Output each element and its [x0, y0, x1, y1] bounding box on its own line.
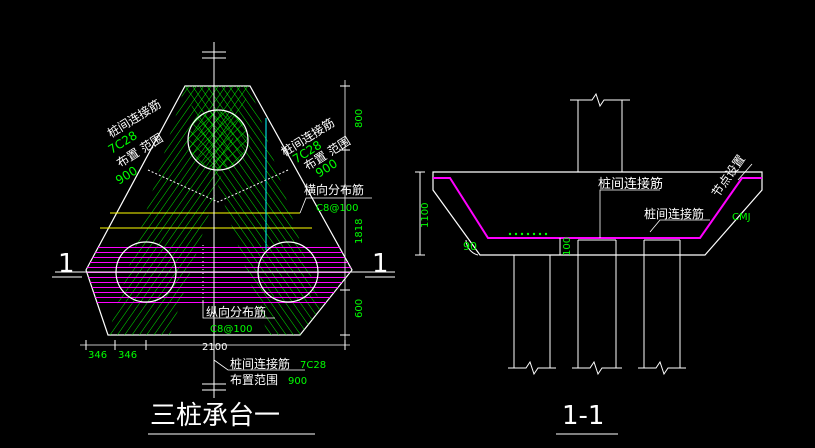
section-view [415, 92, 763, 376]
section-label-right: 桩间连接筋 [644, 206, 704, 221]
longitudinal-spec: C8@100 [210, 324, 252, 335]
section-dim-height: 1100 [420, 203, 431, 228]
bottom-label-line1-spec: 7C28 [300, 360, 326, 371]
section-label-node: 节点设置 [709, 152, 748, 199]
section-mark-left: 1 [58, 249, 75, 279]
rebar-band-bottom [86, 245, 352, 303]
pile-cap-plan [52, 42, 395, 398]
dim-top: 800 [354, 109, 365, 128]
transverse-spec: C8@100 [316, 203, 358, 214]
transverse-name: 横向分布筋 [304, 182, 364, 197]
longitudinal-name: 纵向分布筋 [206, 304, 266, 319]
section-label-top: 桩间连接筋 [598, 176, 663, 192]
section-piles [508, 239, 686, 376]
section-mark-right: 1 [372, 249, 389, 279]
section-title: 1-1 [562, 401, 604, 431]
dim-width: 2100 [202, 342, 227, 353]
leader-left [147, 169, 219, 203]
leader-longitudinal [202, 300, 275, 319]
leader-bottom [213, 359, 305, 371]
rebar-dots [508, 232, 548, 236]
dim-middle: 1818 [354, 219, 365, 244]
dim-bottom: 600 [354, 299, 365, 318]
dim-b2: 346 [118, 350, 137, 361]
pile-top [187, 109, 249, 171]
section-dim-small: 100 [562, 237, 573, 256]
bottom-label-line2: 布置范围 [230, 373, 278, 387]
section-cap-outline [432, 171, 763, 256]
left-label-line4: 900 [113, 163, 140, 187]
leader-right [217, 169, 289, 203]
section-angle: 90 [463, 240, 477, 253]
section-rebar [433, 177, 762, 239]
bottom-label-line2-spec: 900 [288, 376, 307, 387]
dim-b1: 346 [88, 350, 107, 361]
section-label-cmj: CMJ [732, 212, 751, 223]
plan-title: 三桩承台一 [150, 401, 280, 431]
bottom-label-line1: 桩间连接筋 [230, 356, 290, 371]
leader-transverse [299, 197, 372, 214]
